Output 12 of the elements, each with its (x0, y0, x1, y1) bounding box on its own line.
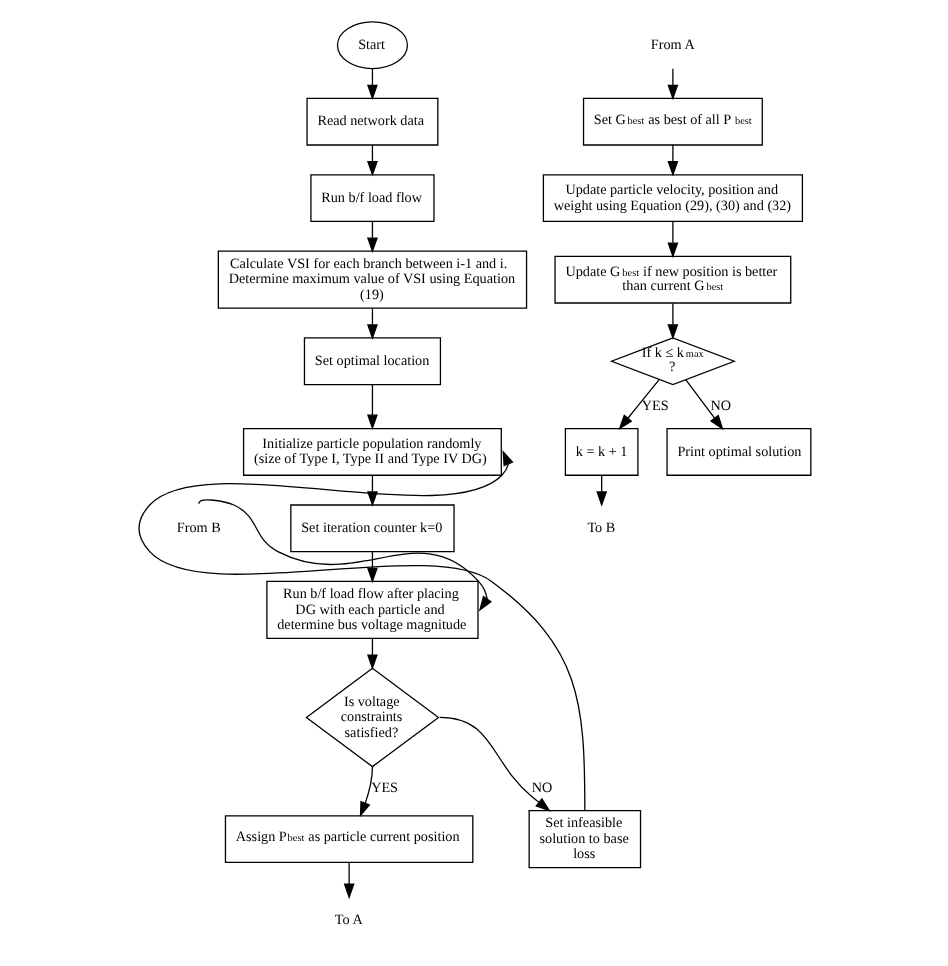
arrow (617, 378, 659, 430)
arrow (358, 765, 373, 818)
arrow (666, 68, 678, 101)
arrow (342, 862, 354, 900)
arrow (438, 716, 550, 812)
arrow (684, 379, 723, 431)
arrow (666, 302, 678, 340)
arrow (197, 499, 492, 612)
arrow (666, 221, 678, 259)
arrow (137, 450, 585, 812)
arrow (366, 384, 377, 431)
arrow (666, 144, 678, 177)
